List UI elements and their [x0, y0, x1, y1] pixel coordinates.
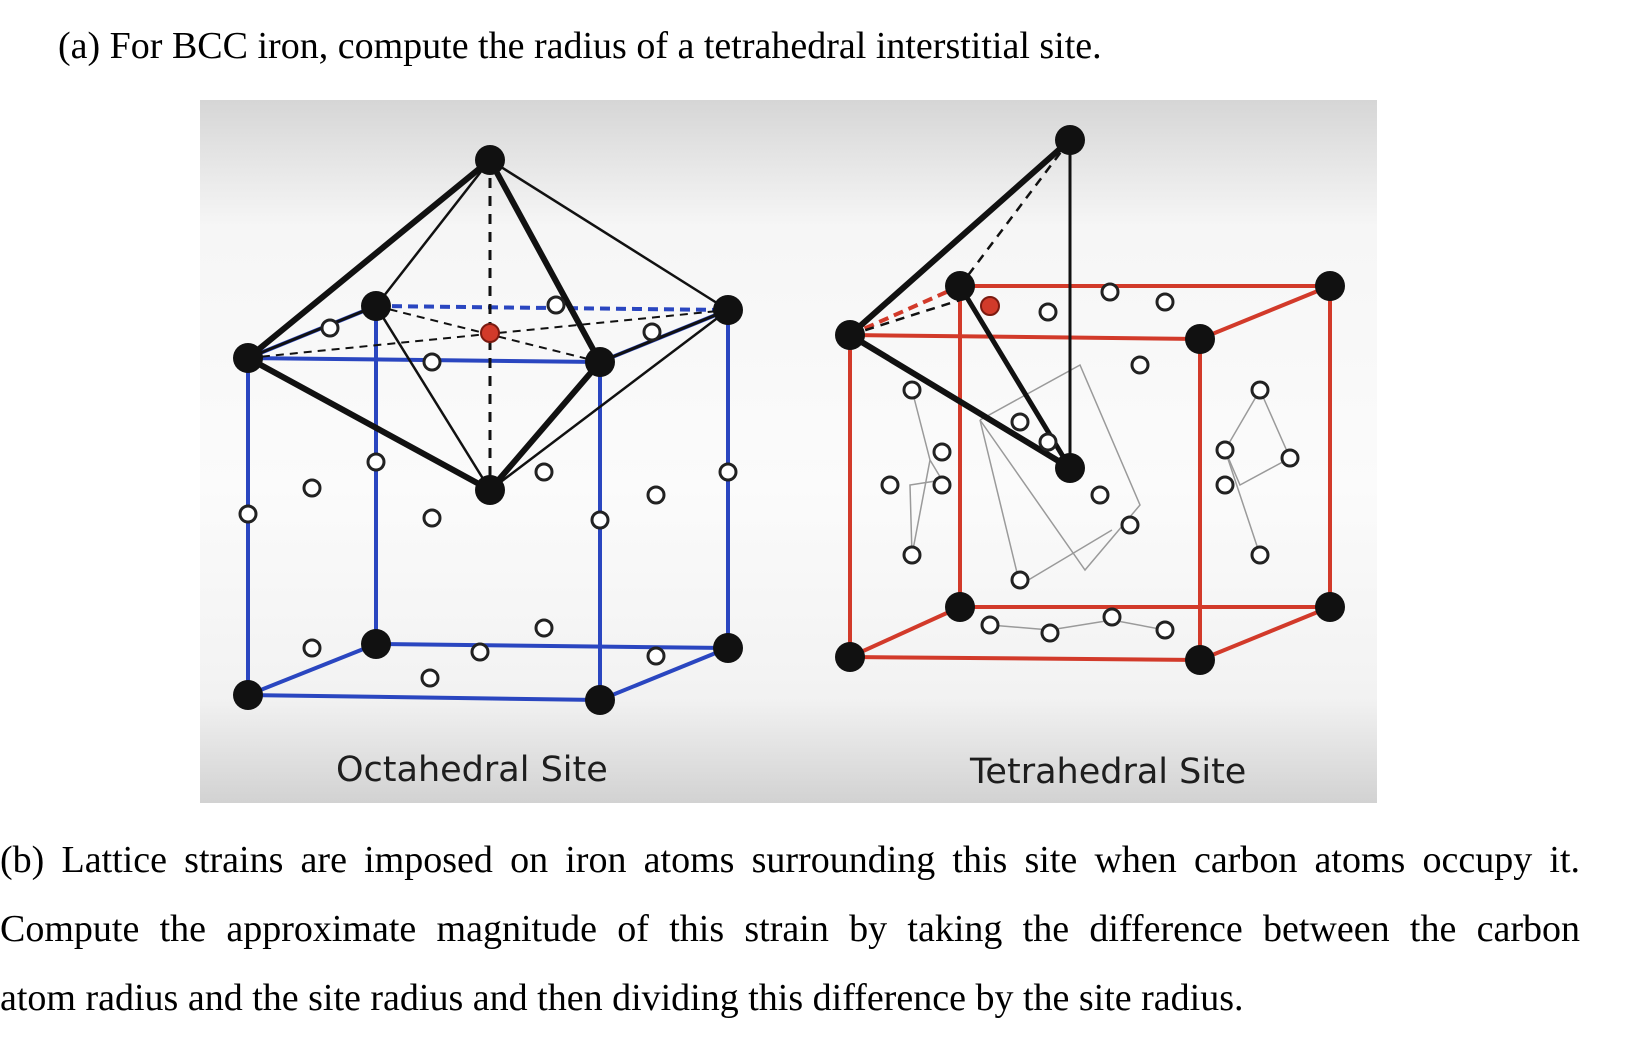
- question-b-line-2: Compute the approximate magnitude of thi…: [0, 908, 1580, 950]
- tetrahedral-site-label: Tetrahedral Site: [970, 752, 1247, 792]
- question-b-line-3: atom radius and the site radius and then…: [0, 977, 1244, 1019]
- question-a-text: (a) For BCC iron, compute the radius of …: [58, 25, 1102, 67]
- interstitial-sites-diagram: [233, 125, 1345, 715]
- octahedral-cell: [233, 145, 743, 715]
- interstitial-sites-figure: Octahedral Site Tetrahedral Site: [200, 100, 1377, 803]
- octahedral-site-label: Octahedral Site: [336, 750, 608, 790]
- question-b-line-1: (b) Lattice strains are imposed on iron …: [0, 839, 1580, 881]
- tetrahedral-cell: [835, 125, 1345, 675]
- question-b-text: (b) Lattice strains are imposed on iron …: [0, 826, 1580, 1033]
